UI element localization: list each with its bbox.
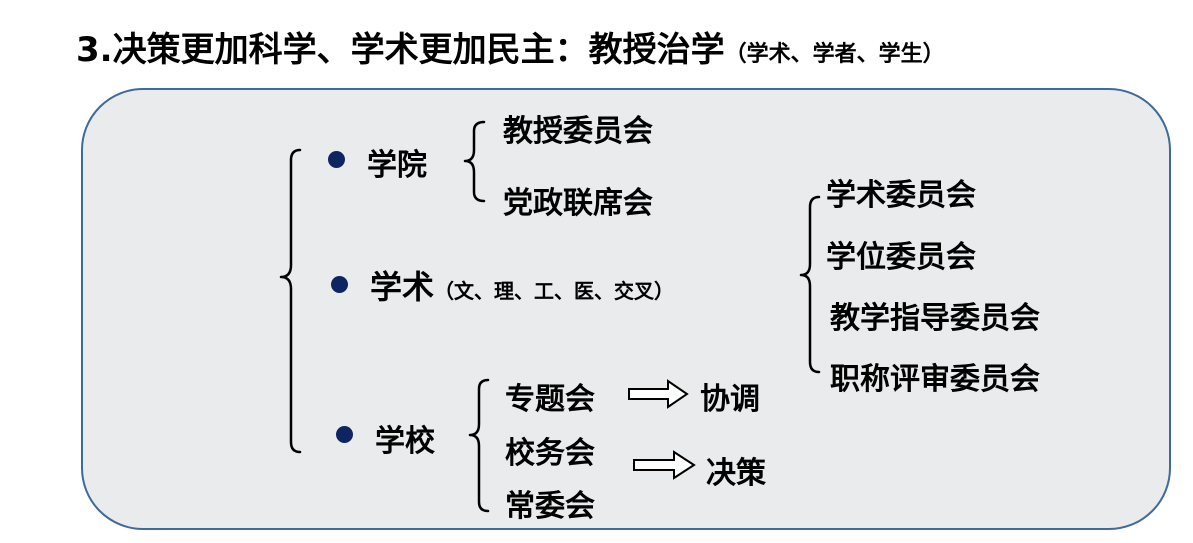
- arrow-coordinate: [628, 379, 689, 409]
- node-school: 学校: [375, 424, 435, 459]
- college-brace: [463, 120, 486, 203]
- arrow-decision: [633, 450, 696, 480]
- node-special-meeting: 专题会: [505, 382, 595, 417]
- school-brace: [468, 378, 490, 513]
- node-title-review-committee: 职称评审委员会: [830, 362, 1040, 397]
- node-academic-committee: 学术委员会: [826, 178, 976, 213]
- node-decision: 决策: [706, 456, 766, 491]
- node-school-affairs-meeting: 校务会: [505, 436, 595, 471]
- node-teaching-guidance-committee: 教学指导委员会: [830, 301, 1040, 336]
- node-party-admin-meeting: 党政联席会: [503, 186, 653, 221]
- node-academic-label: 学术: [370, 268, 435, 306]
- title-main: 3.决策更加科学、学术更加民主：教授治学: [76, 30, 725, 70]
- page-title: 3.决策更加科学、学术更加民主：教授治学（学术、学者、学生）: [76, 22, 945, 71]
- node-professors-committee: 教授委员会: [503, 114, 653, 149]
- diagram-panel: [81, 88, 1171, 530]
- bullet-academic: [331, 276, 348, 293]
- node-standing-committee: 常委会: [505, 489, 595, 524]
- node-academic-disciplines: （文、理、工、医、交叉）: [434, 279, 675, 303]
- title-subtitle: （学术、学者、学生）: [724, 42, 945, 67]
- node-coordinate: 协调: [700, 382, 760, 417]
- academic-brace: [799, 195, 821, 374]
- bullet-school: [336, 426, 353, 443]
- bullet-college: [328, 151, 345, 168]
- node-degree-committee: 学位委员会: [826, 240, 976, 275]
- main-brace: [279, 148, 302, 454]
- node-college: 学院: [367, 148, 427, 183]
- node-academic: 学术（文、理、工、医、交叉）: [370, 262, 674, 308]
